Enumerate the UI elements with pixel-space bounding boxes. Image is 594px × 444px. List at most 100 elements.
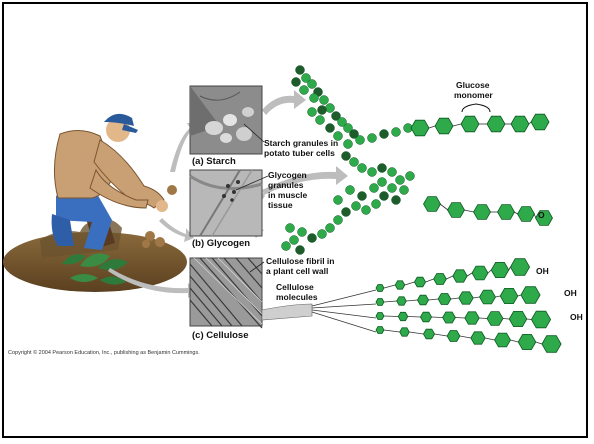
starch-granule-dot <box>316 116 325 125</box>
svg-text:OH: OH <box>536 266 549 276</box>
starch-caption: (a) Starch <box>192 156 236 167</box>
beta-glycosidic-bond <box>518 295 521 296</box>
cellulose-glucose-hexagon <box>509 311 527 326</box>
beta-glycosidic-bond <box>432 317 443 318</box>
beta-glycosidic-bond <box>485 338 494 340</box>
beta-glycosidic-bond <box>384 330 400 332</box>
glycogen-granule-dot <box>318 230 327 239</box>
cellulose-glucose-hexagon <box>434 274 447 285</box>
cellulose-glucose-hexagon <box>400 328 410 336</box>
cellulose-fibril-wedge <box>262 304 312 320</box>
glycogen-granule-dot <box>282 242 291 251</box>
cellulose-glucose-hexagon <box>423 329 434 339</box>
glycogen-micrograph <box>190 170 262 236</box>
glycogen-granule-dot <box>378 178 387 187</box>
cellulose-fibril-label: Cellulose fibril in a plant cell wall <box>266 256 334 276</box>
glycosidic-bond <box>440 204 448 210</box>
glycogen-granule-dot <box>406 172 415 181</box>
copyright-text: Copyright © 2004 Pearson Education, Inc.… <box>8 349 200 356</box>
cellulose-glucose-hexagon <box>542 336 561 353</box>
beta-glycosidic-bond <box>384 285 395 288</box>
cellulose-glucose-hexagon <box>376 299 384 306</box>
glycogen-granule-dot <box>326 224 335 233</box>
glycogen-granule-dot <box>378 164 387 173</box>
starch-granule-dot <box>308 108 317 117</box>
cellulose-glucose-hexagon <box>471 332 485 344</box>
beta-glycosidic-bond <box>479 318 487 319</box>
glycogen-granule-dot <box>392 196 401 205</box>
svg-text:potato tuber cells: potato tuber cells <box>264 148 335 158</box>
cellulose-glucose-hexagon <box>480 290 496 304</box>
glycogen-granule-dot <box>286 224 295 233</box>
starch-granule-dot <box>368 134 377 143</box>
o-label: O <box>538 210 545 220</box>
glycogen-granule-dot <box>296 246 305 255</box>
starch-micrograph <box>190 86 262 154</box>
glucose-hexagon <box>411 120 429 136</box>
svg-text:granules: granules <box>268 180 304 190</box>
cellulose-glucose-hexagon <box>465 312 479 324</box>
glucose-hexagon <box>487 116 505 132</box>
glycogen-granule-dot <box>396 176 405 185</box>
glucose-monomer-label: Glucose monomer <box>454 80 493 100</box>
beta-glycosidic-bond <box>467 273 472 276</box>
cellulose-glucose-hexagon <box>495 333 511 347</box>
beta-glycosidic-bond <box>435 334 448 336</box>
beta-glycosidic-bond <box>455 318 464 319</box>
cellulose-glucose-hexagon <box>531 311 550 328</box>
starch-granule-dot <box>308 80 317 89</box>
svg-text:Glycogen: Glycogen <box>268 170 307 180</box>
cellulose-glucose-hexagon <box>398 312 408 320</box>
glycosidic-bond <box>529 122 531 124</box>
svg-text:a plant cell wall: a plant cell wall <box>266 266 328 276</box>
svg-text:tissue: tissue <box>268 200 293 210</box>
beta-glycosidic-bond <box>426 279 434 282</box>
starch-granule-dot <box>320 96 329 105</box>
beta-glycosidic-bond <box>527 319 532 320</box>
cellulose-glucose-hexagon <box>472 266 488 280</box>
starch-granule-dot <box>334 132 343 141</box>
starch-granule-dot <box>300 86 309 95</box>
svg-text:Glucose: Glucose <box>456 80 490 90</box>
svg-text:OH: OH <box>564 288 577 298</box>
glycogen-granule-dot <box>388 184 397 193</box>
starch-granule-dot <box>310 94 319 103</box>
glycogen-granule-dot <box>334 216 343 225</box>
beta-glycosidic-bond <box>496 296 501 297</box>
cellulose-glucose-hexagon <box>417 295 428 305</box>
beta-glycosidic-bond <box>451 298 459 299</box>
svg-text:in muscle: in muscle <box>268 190 307 200</box>
cellulose-glucose-hexagon <box>414 277 425 287</box>
starch-granule-dot <box>326 124 335 133</box>
beta-glycosidic-bond <box>409 332 423 334</box>
glucose-hexagon <box>498 205 515 220</box>
glycogen-granule-dot <box>380 192 389 201</box>
svg-text:OH: OH <box>570 312 583 322</box>
cellulose-glucose-hexagon <box>500 288 518 303</box>
starch-granule-dot <box>392 128 401 137</box>
cellulose-caption: (c) Cellulose <box>192 330 249 341</box>
svg-text:molecules: molecules <box>276 292 318 302</box>
starch-granule-dot <box>344 140 353 149</box>
beta-glycosidic-bond <box>503 319 509 320</box>
starch-granule-dot <box>326 104 335 113</box>
glycosidic-bond <box>453 124 461 126</box>
glycogen-label: Glycogen granules in muscle tissue <box>268 170 307 210</box>
glycogen-granule-dot <box>298 228 307 237</box>
svg-text:monomer: monomer <box>454 90 493 100</box>
beta-glycosidic-bond <box>460 336 471 338</box>
glucose-hexagon <box>511 116 529 132</box>
beta-glycosidic-bond <box>384 316 398 317</box>
beta-glycosidic-bond <box>536 342 542 344</box>
cellulose-glucose-hexagon <box>397 297 407 305</box>
starch-granule-dot <box>292 78 301 87</box>
beta-glycosidic-bond <box>405 282 415 285</box>
starch-granule-dot <box>296 66 305 75</box>
cellulose-glucose-hexagon <box>518 334 536 349</box>
starch-granule-dot <box>356 136 365 145</box>
beta-glycosidic-bond <box>511 340 519 342</box>
beta-glycosidic-bond <box>446 276 452 279</box>
glycogen-granule-dot <box>308 234 317 243</box>
cellulose-glucose-hexagon <box>376 313 384 320</box>
beta-glycosidic-bond <box>384 301 397 302</box>
